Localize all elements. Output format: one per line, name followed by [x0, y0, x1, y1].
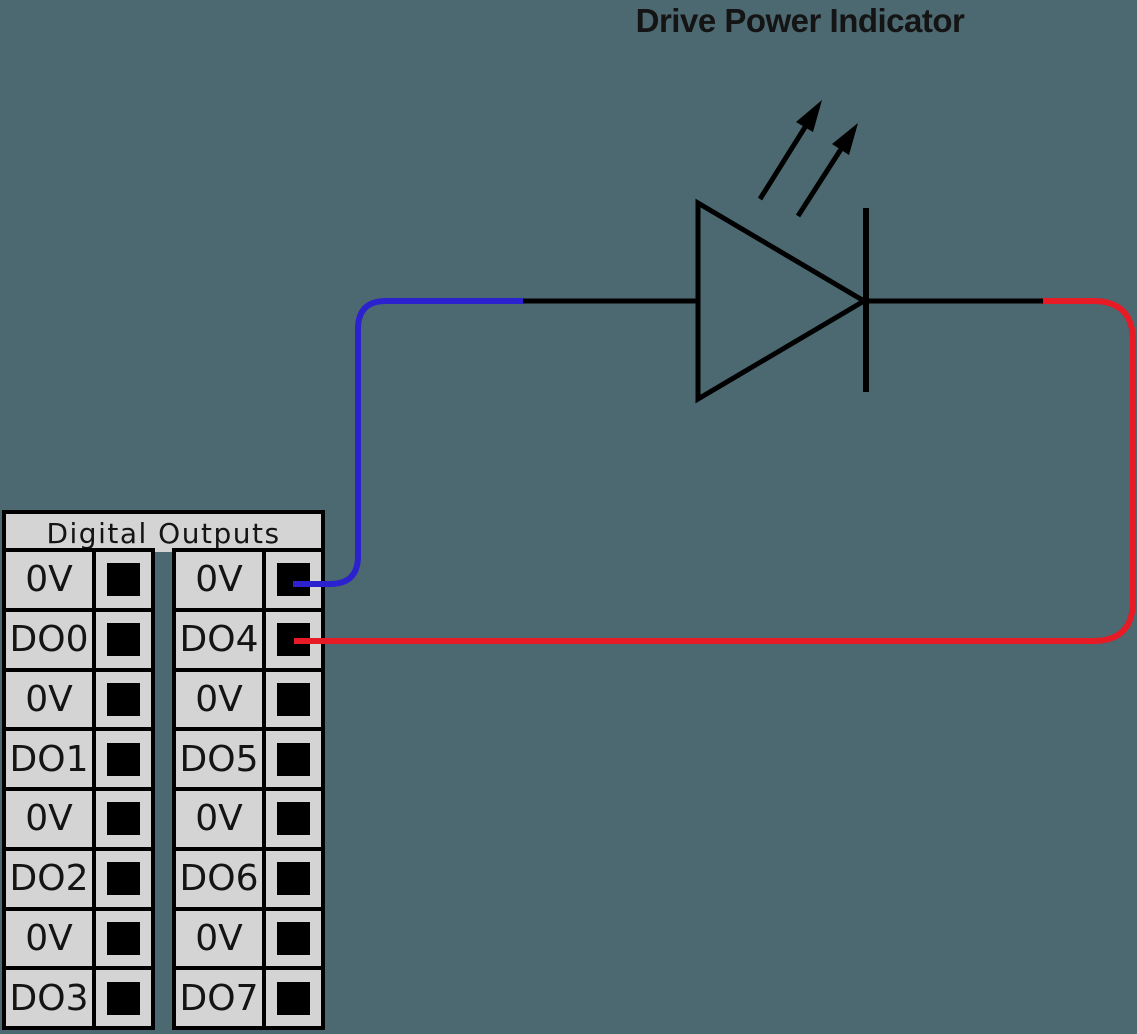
terminal-cell	[266, 671, 321, 728]
terminal-cell	[96, 731, 151, 787]
terminal-label-text: 0V	[25, 559, 73, 601]
terminal-label-text: DO0	[9, 619, 89, 661]
light-arrow-shaft	[757, 122, 810, 201]
terminal-cell	[96, 970, 151, 1026]
terminal-label-text: DO5	[179, 738, 259, 780]
terminal-connector[interactable]	[277, 742, 310, 776]
terminal-cell	[96, 910, 151, 967]
terminal-label: DO5	[176, 731, 262, 787]
terminal-connector[interactable]	[107, 742, 140, 776]
terminal-label-text: 0V	[25, 917, 73, 959]
blue-wire-0v-to-anode[interactable]	[293, 298, 523, 587]
terminal-label: 0V	[176, 791, 262, 847]
terminal-connector[interactable]	[107, 563, 140, 597]
light-arrow-head	[832, 123, 858, 155]
terminal-label-text: DO4	[179, 619, 259, 661]
terminal-connector[interactable]	[107, 623, 140, 657]
terminal-cell	[266, 910, 321, 967]
terminal-label: 0V	[6, 910, 92, 967]
diagram-title: Drive Power Indicator	[635, 2, 965, 39]
terminal-label: DO3	[6, 970, 92, 1026]
terminal-label-text: DO2	[9, 858, 89, 900]
red-wire-cathode-to-do4[interactable]	[294, 298, 1136, 644]
terminal-label-text: 0V	[25, 678, 73, 720]
terminal-connector[interactable]	[107, 862, 140, 896]
terminal-label-text: 0V	[195, 798, 243, 840]
terminal-label-text: 0V	[195, 559, 243, 601]
led-light-arrows-icon	[757, 100, 858, 218]
terminal-cell	[266, 731, 321, 787]
terminal-cell	[96, 850, 151, 907]
terminal-label: 0V	[6, 552, 92, 608]
terminal-label: 0V	[176, 910, 262, 967]
terminal-connector[interactable]	[107, 981, 140, 1015]
terminal-label-text: DO1	[9, 738, 89, 780]
terminal-cell	[96, 671, 151, 728]
terminal-connector[interactable]	[277, 862, 310, 896]
terminal-label: DO6	[176, 850, 262, 907]
terminal-cell	[266, 970, 321, 1026]
terminal-cell	[266, 611, 321, 668]
terminal-cell	[96, 552, 151, 608]
terminal-connector[interactable]	[277, 802, 310, 836]
terminal-column-left: 0V DO0 0V DO1 0V DO2 0V DO3	[2, 548, 155, 1030]
terminal-label-text: DO7	[179, 977, 259, 1019]
terminal-label: 0V	[6, 671, 92, 728]
terminal-label-text: 0V	[195, 917, 243, 959]
terminal-label-text: 0V	[25, 798, 73, 840]
terminal-label: DO7	[176, 970, 262, 1026]
terminal-connector[interactable]	[107, 682, 140, 716]
led-triangle-icon	[695, 198, 869, 404]
terminal-connector[interactable]	[277, 682, 310, 716]
terminal-label: 0V	[6, 791, 92, 847]
terminal-column-right: 0V DO4 0V DO5 0V DO6 0V DO7	[172, 548, 325, 1030]
terminal-connector[interactable]	[277, 921, 310, 955]
terminal-connector[interactable]	[277, 981, 310, 1015]
terminal-block-title: Digital Outputs	[2, 510, 325, 552]
terminal-label: DO0	[6, 611, 92, 668]
terminal-cell	[266, 791, 321, 847]
terminal-connector-do4-wired[interactable]	[277, 623, 310, 657]
terminal-label-text: DO6	[179, 858, 259, 900]
terminal-cell	[96, 791, 151, 847]
terminal-label-text: 0V	[195, 678, 243, 720]
terminal-cell	[266, 552, 321, 608]
terminal-label: DO4	[176, 611, 262, 668]
terminal-connector-0v-wired[interactable]	[277, 563, 310, 597]
light-arrow-head	[796, 100, 822, 132]
terminal-label: 0V	[176, 552, 262, 608]
terminal-label-text: DO3	[9, 977, 89, 1019]
terminal-cell	[266, 850, 321, 907]
terminal-label: 0V	[176, 671, 262, 728]
terminal-cell	[96, 611, 151, 668]
terminal-label: DO1	[6, 731, 92, 787]
light-arrow-shaft	[795, 144, 846, 218]
terminal-connector[interactable]	[107, 921, 140, 955]
terminal-connector[interactable]	[107, 802, 140, 836]
terminal-label: DO2	[6, 850, 92, 907]
